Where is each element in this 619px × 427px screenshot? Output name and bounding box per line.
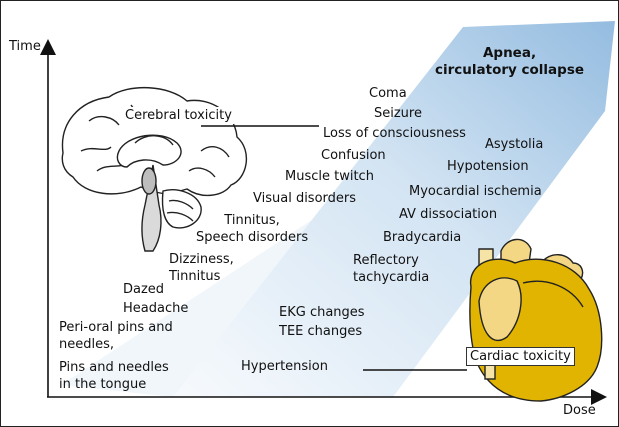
cns-symptom: Peri-oral pins and needles,: [59, 320, 173, 352]
cerebral-toxicity-label: Cerebral toxicity: [123, 107, 234, 124]
cardiac-symptom: Myocardial ischemia: [409, 184, 542, 199]
cardiac-toxicity-label: Cardiac toxicity: [466, 347, 575, 366]
cardiac-symptom: Asystolia: [485, 137, 544, 152]
cns-symptom: Dazed: [123, 282, 165, 297]
cns-symptom: Tinnitus, Speech disorders: [196, 213, 309, 245]
cns-symptom: Headache: [123, 301, 189, 316]
cardiac-symptom: Reflectory tachycardia: [353, 253, 430, 285]
cardiac-symptom: Hypotension: [447, 159, 529, 174]
cardiac-symptom: EKG changes: [279, 305, 365, 320]
apnea-label: Apnea, circulatory collapse: [435, 45, 585, 78]
cns-symptom: Visual disorders: [253, 191, 357, 206]
cardiac-symptom: AV dissociation: [399, 207, 498, 222]
cns-symptom: Confusion: [321, 148, 386, 163]
y-axis-label: Time: [9, 39, 41, 54]
cardiac-symptom: Hypertension: [241, 359, 328, 374]
cns-symptom: Seizure: [374, 106, 422, 121]
cardiac-symptom: TEE changes: [279, 324, 363, 339]
cardiac-band: [173, 21, 615, 397]
cns-symptom: Dizziness, Tinnitus: [169, 252, 234, 284]
cns-symptom: Pins and needles in the tongue: [59, 360, 169, 392]
heart-illustration: [469, 238, 603, 402]
cardiac-symptom: Bradycardia: [383, 230, 462, 245]
cns-symptom: Coma: [369, 86, 407, 101]
x-axis-label: Dose: [563, 403, 596, 418]
cns-symptom: Loss of consciousness: [323, 126, 466, 141]
cns-symptom: Muscle twitch: [285, 169, 374, 184]
